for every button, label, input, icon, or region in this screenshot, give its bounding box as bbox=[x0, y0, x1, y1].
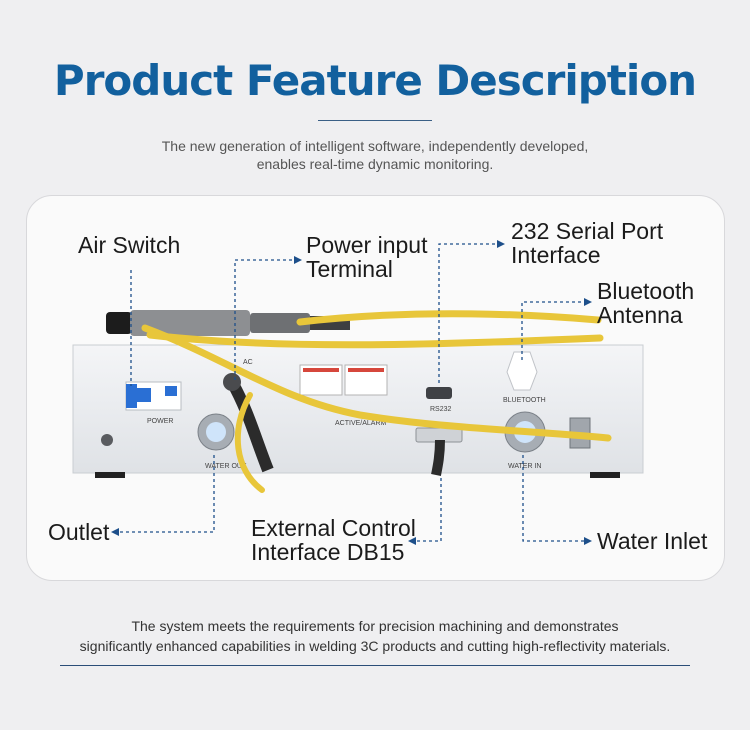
laser-device bbox=[72, 344, 644, 478]
label-air-switch: Air Switch bbox=[78, 233, 180, 257]
label-bluetooth-line-2: Antenna bbox=[597, 302, 683, 328]
footer-text: The system meets the requirements for pr… bbox=[0, 616, 750, 656]
footer-line-2: significantly enhanced capabilities in w… bbox=[79, 638, 671, 654]
label-water-inlet-line-1: Water Inlet bbox=[597, 528, 708, 554]
label-bluetooth-line-1: Bluetooth bbox=[597, 278, 695, 304]
footer-underline bbox=[60, 665, 690, 666]
label-serial-port: 232 Serial Port Interface bbox=[511, 219, 663, 267]
footer-line-1: The system meets the requirements for pr… bbox=[131, 618, 619, 634]
subtitle: The new generation of intelligent softwa… bbox=[0, 137, 750, 173]
label-bluetooth: Bluetooth Antenna bbox=[597, 279, 694, 327]
subtitle-line-2: enables real-time dynamic monitoring. bbox=[256, 156, 494, 172]
air-switch-icon bbox=[125, 381, 182, 411]
db15-port-icon bbox=[415, 427, 463, 443]
page-title: Product Feature Description bbox=[53, 56, 697, 105]
title-underline bbox=[318, 120, 432, 121]
subtitle-line-1: The new generation of intelligent softwa… bbox=[161, 138, 589, 154]
device-label-water-out: WATER OUT bbox=[205, 463, 247, 470]
yellow-cables bbox=[141, 310, 612, 493]
db15-cable bbox=[431, 439, 445, 476]
label-outlet-line-1: Outlet bbox=[48, 519, 110, 545]
label-external-control: External Control Interface DB15 bbox=[251, 516, 416, 564]
device-label-active: ACTIVE/ALARM bbox=[335, 420, 387, 427]
label-water-inlet: Water Inlet bbox=[597, 529, 707, 553]
ground-screw-icon bbox=[101, 434, 113, 446]
power-cable bbox=[226, 379, 274, 473]
label-power-input-line-1: Power input bbox=[306, 232, 428, 258]
label-air-switch-line-1: Air Switch bbox=[78, 232, 181, 258]
rs232-port-icon bbox=[426, 387, 452, 399]
device-label-power: POWER bbox=[147, 418, 173, 425]
device-label-rs232: RS232 bbox=[430, 406, 452, 413]
fiber-handle bbox=[106, 310, 350, 336]
device-label-ac: AC bbox=[243, 359, 253, 366]
callout-lines bbox=[111, 240, 592, 545]
label-external-control-line-2: Interface DB15 bbox=[251, 539, 405, 565]
bluetooth-antenna-icon bbox=[506, 351, 538, 391]
label-serial-port-line-1: 232 Serial Port bbox=[511, 218, 664, 244]
device-label-water-in: WATER IN bbox=[508, 463, 541, 470]
label-serial-port-line-2: Interface bbox=[511, 242, 601, 268]
water-out-connector bbox=[197, 413, 235, 451]
power-terminal-icon bbox=[223, 373, 241, 391]
device-label-bluetooth: BLUETOOTH bbox=[503, 397, 546, 404]
label-power-input: Power input Terminal bbox=[306, 233, 427, 281]
label-outlet: Outlet bbox=[48, 520, 109, 544]
label-external-control-line-1: External Control bbox=[251, 515, 416, 541]
label-power-input-line-2: Terminal bbox=[306, 256, 393, 282]
